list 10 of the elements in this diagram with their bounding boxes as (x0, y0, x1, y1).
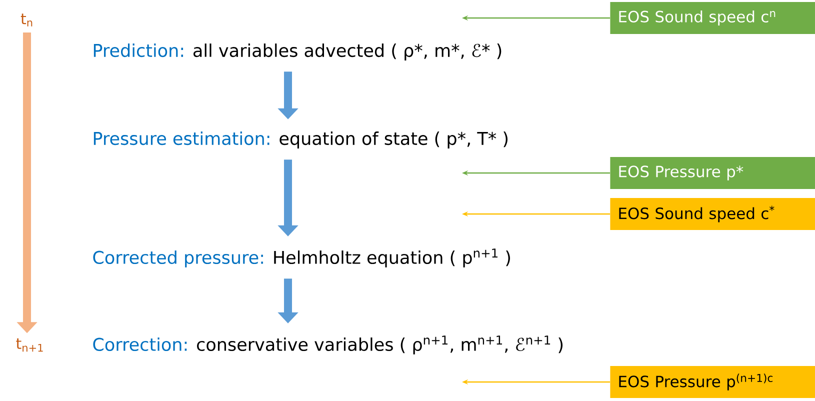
step-text: Corrected pressure: Helmholtz equation ( p$^{n+1}$ ) (93, 248, 510, 268)
step-text: Pressure estimation: equation of state ( p*, T* ) (94, 132, 508, 148)
eos-box: EOS Sound speed c$^{n}$ (610, 2, 815, 34)
step-text: Correction: conservative variables ( ρ$^{n+1}$, m$^{n+1}$, ℰ$^{n+1}$ ) (93, 336, 563, 354)
eos-box: EOS Pressure p$^{(n+1)c}$ (610, 366, 815, 398)
step-text: Prediction: all variables advected ( ρ*, m*, ℰ* ) (94, 44, 502, 60)
eos-box: EOS Sound speed c$^{*}$ (610, 198, 815, 230)
eos-box: EOS Pressure p* (610, 157, 815, 189)
time-label: t$_{n}$ (20, 14, 32, 26)
time-label: t$_{n+1}$ (16, 338, 43, 352)
